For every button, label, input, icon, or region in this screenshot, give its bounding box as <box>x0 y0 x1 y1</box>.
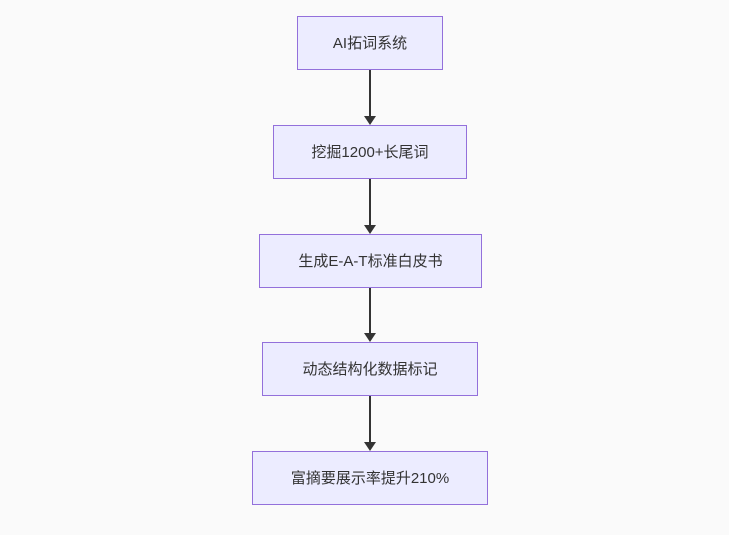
flowchart-node-step-5: 富摘要展示率提升210% <box>252 451 488 505</box>
flowchart-node-step-1: AI拓词系统 <box>297 16 443 70</box>
flowchart-edge-line-2 <box>369 179 371 226</box>
arrow-down-icon <box>364 333 376 342</box>
flowchart-node-step-2: 挖掘1200+长尾词 <box>273 125 467 179</box>
arrow-down-icon <box>364 225 376 234</box>
flowchart-node-label: 生成E-A-T标准白皮书 <box>298 252 443 270</box>
flowchart-edge-line-1 <box>369 70 371 117</box>
arrow-down-icon <box>364 442 376 451</box>
flowchart-node-label: 挖掘1200+长尾词 <box>311 143 429 161</box>
flowchart-node-label: AI拓词系统 <box>332 34 408 52</box>
arrow-down-icon <box>364 116 376 125</box>
flowchart-node-label: 动态结构化数据标记 <box>302 360 438 378</box>
flowchart-node-label: 富摘要展示率提升210% <box>290 469 450 487</box>
flowchart-edge-line-3 <box>369 288 371 334</box>
flowchart-node-step-4: 动态结构化数据标记 <box>262 342 478 396</box>
flowchart-edge-line-4 <box>369 396 371 443</box>
flowchart-node-step-3: 生成E-A-T标准白皮书 <box>259 234 482 288</box>
